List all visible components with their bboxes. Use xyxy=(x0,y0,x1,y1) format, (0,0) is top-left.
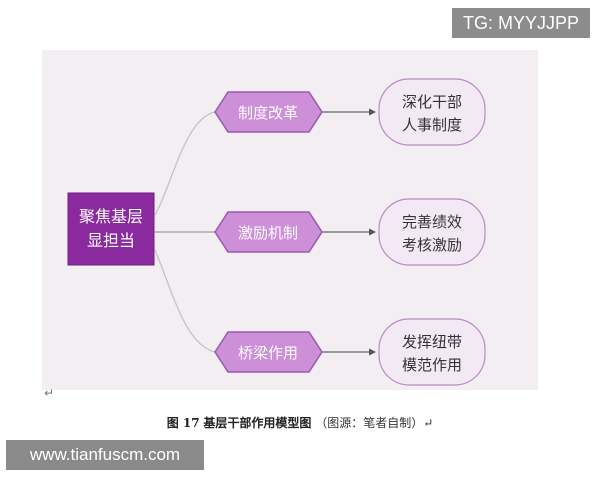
result-incentive-line1: 完善绩效 xyxy=(402,213,462,231)
figure-caption: 图 17 基层干部作用模型图 （图源：笔者自制）↵ xyxy=(0,414,600,431)
result-bridge-line2: 模范作用 xyxy=(402,356,462,374)
result-reform-line2: 人事制度 xyxy=(402,116,462,134)
watermark-top: TG: MYYJJPP xyxy=(452,8,590,38)
branch-node-incentive: 激励机制 xyxy=(214,211,323,253)
result-incentive-line2: 考核激励 xyxy=(402,236,462,254)
caption-title: 基层干部作用模型图 xyxy=(203,416,312,430)
connector-curve-bottom xyxy=(154,249,216,353)
caption-number: 图 17 xyxy=(166,416,200,430)
connector-curve-top xyxy=(154,111,216,216)
result-bridge-line1: 发挥纽带 xyxy=(402,333,462,351)
watermark-bottom: www.tianfuscm.com xyxy=(6,440,204,470)
result-node-bridge: 发挥纽带 模范作用 xyxy=(378,318,486,386)
paragraph-mark: ↵ xyxy=(44,386,55,400)
root-label-line1: 聚焦基层 xyxy=(79,207,143,226)
root-label-line2: 显担当 xyxy=(87,231,135,250)
branch-label-reform: 制度改革 xyxy=(238,104,298,122)
caption-source: （图源：笔者自制）↵ xyxy=(315,416,434,430)
result-node-incentive: 完善绩效 考核激励 xyxy=(378,198,486,266)
branch-label-bridge: 桥梁作用 xyxy=(238,344,298,362)
branch-node-bridge: 桥梁作用 xyxy=(214,331,323,373)
arrow-bottom xyxy=(322,348,376,356)
branch-label-incentive: 激励机制 xyxy=(238,224,298,242)
result-node-reform: 深化干部 人事制度 xyxy=(378,78,486,146)
branch-node-reform: 制度改革 xyxy=(214,91,323,133)
arrow-middle xyxy=(322,228,376,236)
root-node: 聚焦基层 显担当 xyxy=(67,192,155,266)
result-reform-line1: 深化干部 xyxy=(402,93,462,111)
arrow-top xyxy=(322,108,376,116)
